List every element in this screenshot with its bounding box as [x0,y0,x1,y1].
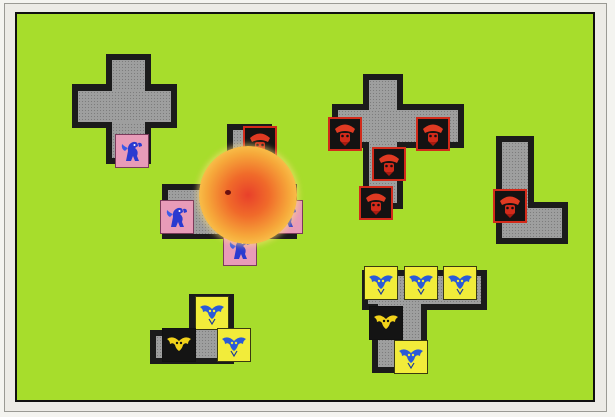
yellow-bat-unit[interactable] [394,340,428,374]
pink-dragon-unit[interactable] [160,200,194,234]
winged-bat-icon [446,269,474,297]
winged-bat-icon [407,269,435,297]
explosion-icon [199,146,297,244]
winged-bat-icon [220,331,248,359]
black-bat-unit[interactable] [162,328,196,362]
red-demon-unit[interactable] [372,147,406,181]
winged-bat-icon [372,309,400,337]
blue-dragon-icon [163,203,191,231]
red-demon-unit[interactable] [359,186,393,220]
yellow-bat-unit[interactable] [217,328,251,362]
winged-bat-icon [367,269,395,297]
winged-bat-icon [198,299,226,327]
screenshot-frame [4,3,607,412]
pink-dragon-unit[interactable] [115,134,149,168]
explosion-debris [225,190,231,195]
black-bat-unit[interactable] [369,306,403,340]
demon-head-icon [331,120,359,148]
yellow-bat-unit[interactable] [364,266,398,300]
yellow-bat-unit[interactable] [195,296,229,330]
red-demon-unit[interactable] [416,117,450,151]
red-demon-unit[interactable] [328,117,362,151]
demon-head-icon [375,150,403,178]
red-demon-unit[interactable] [493,189,527,223]
yellow-bat-unit[interactable] [404,266,438,300]
winged-bat-icon [397,343,425,371]
yellow-bat-unit[interactable] [443,266,477,300]
floor-tile [78,91,171,122]
blue-dragon-icon [118,137,146,165]
demon-head-icon [362,189,390,217]
winged-bat-icon [165,331,193,359]
demon-head-icon [419,120,447,148]
demon-head-icon [496,192,524,220]
game-board [15,12,595,402]
